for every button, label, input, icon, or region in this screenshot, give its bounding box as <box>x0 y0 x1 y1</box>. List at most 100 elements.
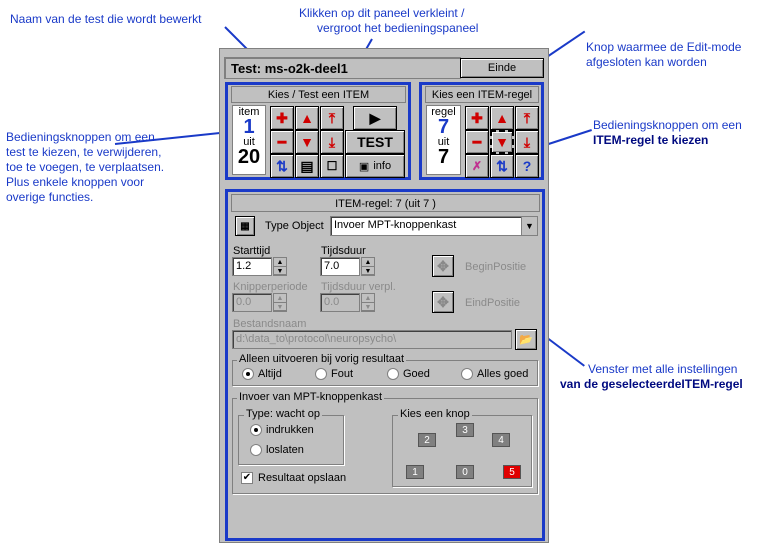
remove-regel-button[interactable]: ━ <box>465 130 489 154</box>
radio-indrukken[interactable] <box>250 424 262 436</box>
counter-label: uit <box>437 136 450 148</box>
starttijd-spinner[interactable]: ▲▼ <box>273 257 287 276</box>
regel-bottom-button[interactable]: ⤓ <box>515 130 539 154</box>
control-panel: Test: ms-o2k-deel1 Einde Kies / Test een… <box>219 48 549 543</box>
annotation-knop-edit-line1: Knop waarmee de Edit-mode <box>586 40 742 54</box>
play-button[interactable]: ▶ <box>353 106 397 130</box>
annotation-venster: Venster met alle instellingen van de ges… <box>560 362 743 392</box>
move-bottom-button[interactable]: ⤓ <box>320 130 344 154</box>
knop-1[interactable]: 1 <box>406 465 424 479</box>
annotation-bediening-item: Bedieningsknoppen om een ITEM-regel te k… <box>593 118 742 148</box>
radio-goed-label: Goed <box>403 368 430 380</box>
resultaat-checkbox[interactable]: ✔ <box>241 472 253 484</box>
counter-value: 7 <box>437 116 450 138</box>
annotation-bediening-test: Bedieningsknoppen om een test te kiezen,… <box>6 130 164 205</box>
spin-up-icon[interactable]: ▲ <box>362 258 374 267</box>
annotation-line: Venster met alle instellingen <box>588 362 738 376</box>
test-title[interactable]: Test: ms-o2k-deel1 <box>224 57 461 79</box>
info-icon: ▣ <box>358 160 370 173</box>
annotation-knop-edit-line2: afgesloten kan worden <box>586 55 707 69</box>
print-icon[interactable]: ▤ <box>295 154 319 178</box>
beginpositie-label: BeginPositie <box>465 261 527 273</box>
annotation-line: Bedieningsknoppen om een <box>593 118 742 132</box>
bestandsnaam-input[interactable]: d:\data_to\protocol\neuropsycho\ <box>232 330 512 349</box>
type-wacht-title: Type: wacht op <box>244 408 322 420</box>
knop-5[interactable]: 5 <box>503 465 521 479</box>
move-top-button[interactable]: ⤒ <box>320 106 344 130</box>
regel-down-button[interactable]: ▼ <box>490 130 514 154</box>
bestandsnaam-label: Bestandsnaam <box>233 318 307 330</box>
folder-open-icon[interactable]: 📂 <box>515 329 537 350</box>
help-icon[interactable]: ? <box>515 154 539 178</box>
type-object-label: Type Object <box>265 220 324 232</box>
move-down-button[interactable]: ▼ <box>295 130 319 154</box>
regel-reorder-icon[interactable]: ⇅ <box>490 154 514 178</box>
spin-down-icon[interactable]: ▼ <box>362 303 374 311</box>
tijdsduur-spinner[interactable]: ▲▼ <box>361 257 375 276</box>
annotation-line: test te kiezen, te verwijderen, <box>6 145 162 159</box>
tijdsduur-input[interactable]: 7.0 <box>320 257 360 276</box>
knop-3[interactable]: 3 <box>456 423 474 437</box>
radio-fout[interactable] <box>315 368 327 380</box>
annotation-klikken-line2: vergroot het bedieningspaneel <box>317 21 479 35</box>
spin-up-icon[interactable]: ▲ <box>274 294 286 303</box>
spin-down-icon[interactable]: ▼ <box>362 267 374 275</box>
spin-down-icon[interactable]: ▼ <box>274 303 286 311</box>
spin-down-icon[interactable]: ▼ <box>274 267 286 275</box>
annotation-line: toe te voegen, te verplaatsen. <box>6 160 165 174</box>
knipperperiode-input[interactable]: 0.0 <box>232 293 272 312</box>
test-button[interactable]: TEST <box>345 130 405 154</box>
regel-counter: regel 7 uit 7 <box>426 105 461 175</box>
annotation-line: ITEM-regel te kiezen <box>593 133 709 147</box>
test-panel-title: Kies / Test een ITEM <box>231 86 406 103</box>
info-button[interactable]: ▣info <box>345 154 405 178</box>
radio-loslaten[interactable] <box>250 444 262 456</box>
tijdsduur-label: Tijdsduur <box>321 245 366 257</box>
eindpositie-label: EindPositie <box>465 297 521 309</box>
reorder-icon[interactable]: ⇅ <box>270 154 294 178</box>
type-object-value: Invoer MPT-knoppenkast <box>334 219 457 231</box>
annotation-klikken-line1: Klikken op dit paneel verkleint / <box>299 6 465 20</box>
spin-up-icon[interactable]: ▲ <box>362 294 374 303</box>
starttijd-label: Starttijd <box>233 245 271 257</box>
counter-total: 20 <box>237 146 261 168</box>
item-panel-title: Kies een ITEM-regel <box>425 86 539 103</box>
tijdsduur-verpl-input[interactable]: 0.0 <box>320 293 360 312</box>
add-test-button[interactable]: ✚ <box>270 106 294 130</box>
knipperperiode-label: Knipperperiode <box>233 281 308 293</box>
radio-goed[interactable] <box>387 368 399 380</box>
knipperperiode-spinner[interactable]: ▲▼ <box>273 293 287 312</box>
tijdsduur-verpl-label: Tijdsduur verpl. <box>321 281 396 293</box>
radio-fout-label: Fout <box>331 368 354 380</box>
annotation-line: Bedieningsknoppen om een <box>6 130 155 144</box>
tijdsduur-verpl-spinner[interactable]: ▲▼ <box>361 293 375 312</box>
chevron-down-icon[interactable]: ▼ <box>521 217 537 235</box>
remove-test-button[interactable]: ━ <box>270 130 294 154</box>
type-wacht-group <box>238 415 344 465</box>
knop-4[interactable]: 4 <box>492 433 510 447</box>
add-regel-button[interactable]: ✚ <box>465 106 489 130</box>
radio-altijd-label: Altijd <box>258 368 282 380</box>
knop-2[interactable]: 2 <box>418 433 436 447</box>
no-sound-icon[interactable]: ✗ <box>465 154 489 178</box>
starttijd-input[interactable]: 1.2 <box>232 257 272 276</box>
counter-value: 1 <box>243 116 255 138</box>
move-up-button[interactable]: ▲ <box>295 106 319 130</box>
einde-button[interactable]: Einde <box>460 58 544 78</box>
knop-0[interactable]: 0 <box>456 465 474 479</box>
radio-alles-goed[interactable] <box>461 368 473 380</box>
counter-total: 7 <box>437 146 450 168</box>
comment-icon[interactable]: ☐ <box>320 154 344 178</box>
annotation-klikken: Klikken op dit paneel verkleint / vergro… <box>299 6 478 36</box>
regel-top-button[interactable]: ⤒ <box>515 106 539 130</box>
regel-up-button[interactable]: ▲ <box>490 106 514 130</box>
annotation-line: van de geselecteerdeITEM-regel <box>560 377 743 391</box>
test-controls-highlight <box>225 82 411 180</box>
spin-up-icon[interactable]: ▲ <box>274 258 286 267</box>
type-object-select[interactable]: Invoer MPT-knoppenkast ▼ <box>330 216 538 236</box>
eindpositie-icon[interactable]: ✥ <box>432 291 454 313</box>
beginpositie-icon[interactable]: ✥ <box>432 255 454 277</box>
radio-altijd[interactable] <box>242 368 254 380</box>
annotation-naam-test: Naam van de test die wordt bewerkt <box>10 12 202 26</box>
item-regel-title: ITEM-regel: 7 (uit 7 ) <box>231 194 540 212</box>
